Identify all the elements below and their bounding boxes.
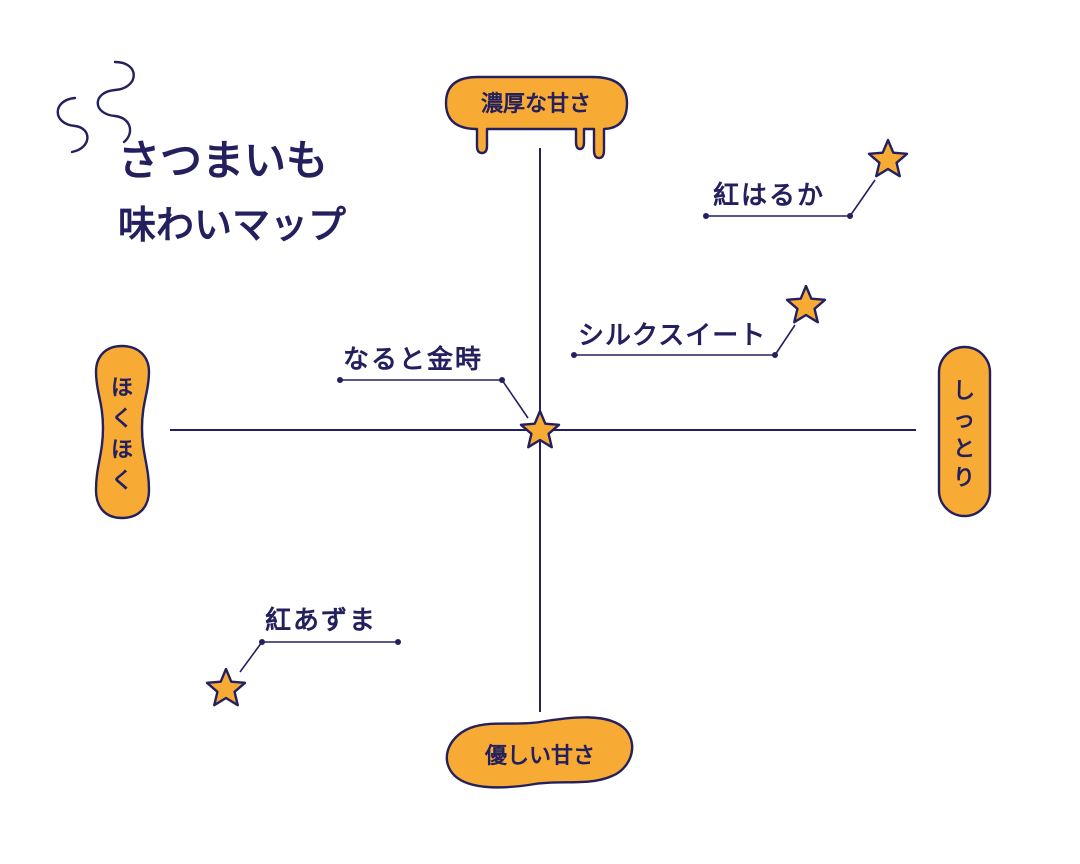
underline-dot-start bbox=[337, 377, 343, 383]
variety-beniharuka: 紅はるか bbox=[703, 138, 909, 219]
star-icon bbox=[519, 409, 561, 449]
underline-dot-end bbox=[395, 639, 401, 645]
left-axis-label: ほ く ほ く bbox=[94, 344, 151, 520]
variety-silk-sweet: シルクスイート bbox=[571, 284, 827, 358]
leader-line bbox=[849, 179, 876, 217]
title-line-2: 味わいマップ bbox=[118, 203, 346, 247]
right-axis-char-3: と bbox=[953, 437, 975, 462]
star-icon bbox=[785, 284, 827, 324]
puddle-blob-shape bbox=[445, 716, 634, 789]
variety-label: なると金時 bbox=[343, 344, 483, 375]
variety-label: 紅はるか bbox=[713, 181, 825, 211]
left-axis-char-4: く bbox=[111, 469, 133, 494]
right-axis-char-4: り bbox=[953, 466, 975, 491]
variety-naruto-kintoki: なると金時 bbox=[337, 344, 561, 449]
leader-line bbox=[501, 379, 529, 419]
right-axis-char-2: っ bbox=[953, 408, 975, 433]
left-axis-char-1: ほ bbox=[111, 376, 133, 401]
bottom-axis-label: 優しい甘さ bbox=[445, 716, 634, 789]
left-axis-char-3: ほ bbox=[111, 438, 133, 463]
left-axis-char-2: く bbox=[111, 407, 133, 432]
left-wavy-pill bbox=[94, 344, 151, 520]
underline-dot-start bbox=[703, 213, 709, 219]
variety-beniazuma: 紅あずま bbox=[205, 606, 401, 707]
star-icon bbox=[205, 667, 247, 707]
leader-line bbox=[774, 324, 796, 356]
dripping-blob-shape bbox=[444, 75, 629, 160]
right-axis-char-1: し bbox=[953, 379, 975, 404]
top-axis-text: 濃厚な甘さ bbox=[481, 92, 591, 117]
underline-dot-start bbox=[571, 352, 577, 358]
bottom-axis-text: 優しい甘さ bbox=[484, 744, 595, 769]
star-icon bbox=[867, 138, 909, 178]
variety-label: シルクスイート bbox=[578, 321, 766, 351]
right-axis-label: し っ と り bbox=[937, 345, 992, 518]
title-line-1: さつまいも bbox=[118, 136, 328, 185]
leader-line bbox=[239, 641, 263, 673]
top-axis-label: 濃厚な甘さ bbox=[444, 75, 629, 160]
right-pill bbox=[937, 345, 992, 518]
steam-icon bbox=[56, 60, 135, 154]
variety-label: 紅あずま bbox=[265, 606, 377, 636]
